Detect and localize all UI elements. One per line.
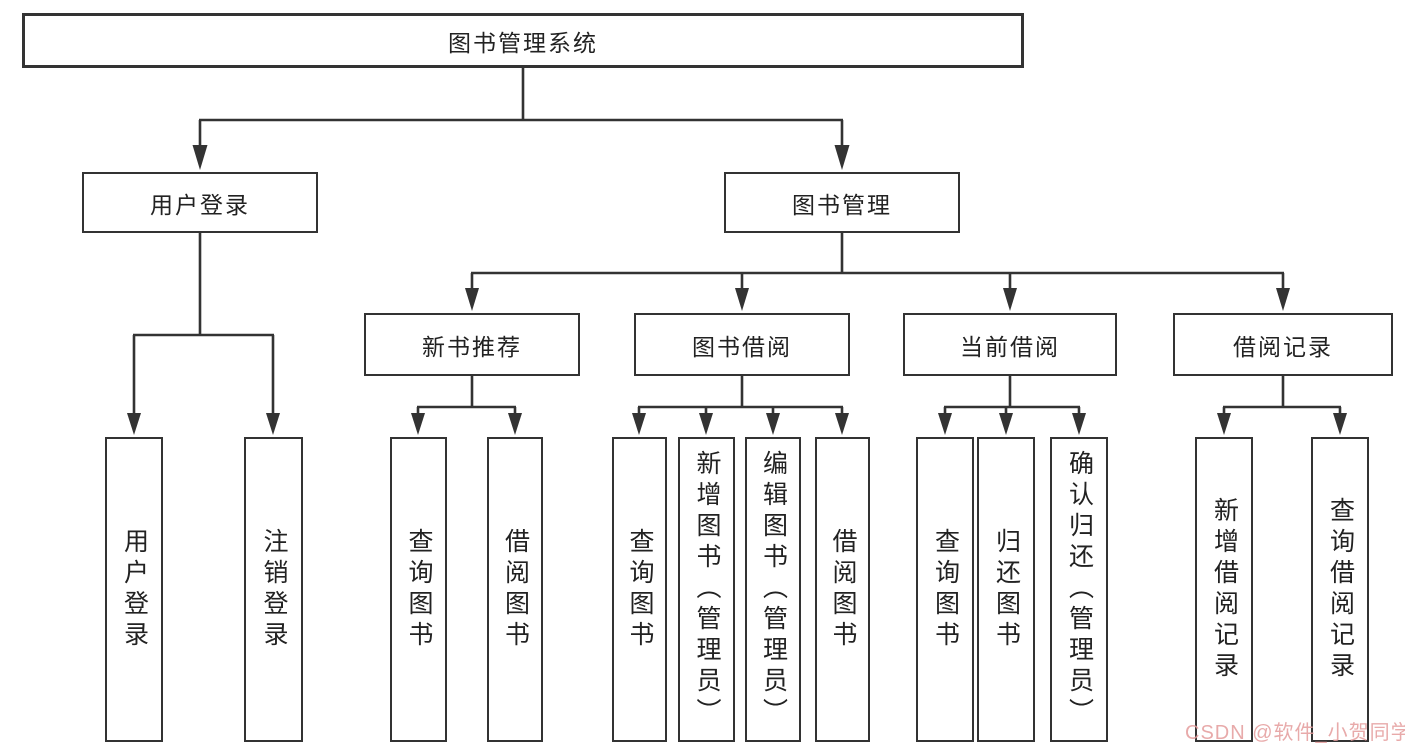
node-library-management-system: 图书管理系统 — [22, 13, 1024, 68]
node-label: 注销登录 — [260, 527, 288, 652]
node-user-login: 用户登录 — [82, 172, 318, 233]
node-label: 编辑图书（管理员） — [759, 450, 788, 729]
node-book-borrowing: 图书借阅 — [634, 313, 850, 376]
csdn-watermark: CSDN @软件_小贺同学 — [1185, 722, 1405, 744]
leaf-query-borrow-record: 查询借阅记录 — [1311, 437, 1369, 742]
leaf-logout: 注销登录 — [244, 437, 303, 742]
leaf-query-books-current: 查询图书 — [916, 437, 974, 742]
node-new-book-recommendation: 新书推荐 — [364, 313, 580, 376]
node-label: 新增借阅记录 — [1210, 496, 1239, 683]
node-label: 借阅图书 — [501, 527, 530, 652]
leaf-add-borrow-record: 新增借阅记录 — [1195, 437, 1253, 742]
node-label: 当前借阅 — [960, 333, 1060, 360]
node-label: 查询图书 — [405, 527, 433, 652]
node-label: 图书管理 — [792, 191, 892, 218]
node-label: 图书借阅 — [692, 333, 792, 360]
node-label: 确认归还（管理员） — [1065, 450, 1094, 729]
node-borrowing-records: 借阅记录 — [1173, 313, 1393, 376]
leaf-confirm-return-admin: 确认归还（管理员） — [1050, 437, 1108, 742]
node-label: 新增图书（管理员） — [693, 450, 721, 729]
arrowheads — [127, 145, 1347, 435]
node-label: 图书管理系统 — [448, 29, 598, 56]
node-label: 借阅图书 — [829, 527, 857, 652]
node-label: 用户登录 — [120, 527, 149, 652]
leaf-borrow-books: 借阅图书 — [815, 437, 870, 742]
node-label: 新书推荐 — [422, 333, 522, 360]
leaf-add-books-admin: 新增图书（管理员） — [678, 437, 735, 742]
leaf-borrow-books-recommend: 借阅图书 — [487, 437, 543, 742]
leaf-query-books-borrow: 查询图书 — [612, 437, 667, 742]
node-label: 查询图书 — [626, 527, 654, 652]
leaf-user-login: 用户登录 — [105, 437, 163, 742]
node-label: 查询图书 — [931, 527, 960, 652]
node-current-borrowing: 当前借阅 — [903, 313, 1117, 376]
leaf-return-books: 归还图书 — [977, 437, 1035, 742]
node-label: 查询借阅记录 — [1326, 496, 1355, 683]
node-label: 借阅记录 — [1233, 333, 1333, 360]
leaf-query-books-recommend: 查询图书 — [390, 437, 447, 742]
node-book-management: 图书管理 — [724, 172, 960, 233]
node-label: 归还图书 — [992, 527, 1021, 652]
node-label: 用户登录 — [150, 191, 250, 218]
leaf-edit-books-admin: 编辑图书（管理员） — [745, 437, 801, 742]
